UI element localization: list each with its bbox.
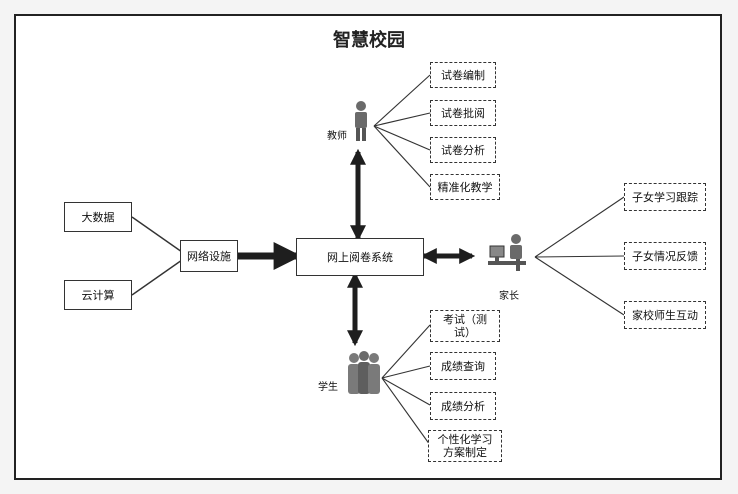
connector-bigdata-network: [131, 216, 183, 253]
teacher-item-exam-marking: 试卷批阅: [430, 100, 496, 126]
parent-at-computer-icon: [488, 234, 526, 271]
parent-fan: [534, 196, 625, 316]
teacher-fan: [373, 74, 431, 188]
student-item-personalized-plan: 个性化学习方案制定: [428, 430, 502, 462]
node-network: 网络设施: [180, 240, 238, 272]
parent-item-home-school-interaction: 家校师生互动: [624, 301, 706, 329]
node-big-data: 大数据: [64, 202, 132, 232]
student-label: 学生: [318, 382, 338, 393]
student-item-score-query: 成绩查询: [430, 352, 496, 380]
parent-label: 家长: [499, 291, 519, 302]
teacher-item-exam-analysis: 试卷分析: [430, 137, 496, 163]
teacher-item-precision-teaching: 精准化教学: [430, 174, 500, 200]
connector-cloud-network: [131, 259, 183, 296]
student-fan: [381, 324, 431, 446]
node-cloud-computing: 云计算: [64, 280, 132, 310]
students-group-icon: [348, 351, 380, 394]
diagram-title: 智慧校园: [333, 30, 405, 51]
student-item-score-analysis: 成绩分析: [430, 392, 496, 420]
teacher-figure-icon: [355, 101, 367, 141]
teacher-item-exam-compile: 试卷编制: [430, 62, 496, 88]
student-item-exam: 考试（测试）: [430, 310, 500, 342]
teacher-label: 教师: [327, 131, 347, 142]
node-online-marking-system: 网上阅卷系统: [296, 238, 424, 276]
parent-item-study-tracking: 子女学习跟踪: [624, 183, 706, 211]
parent-item-situation-feedback: 子女情况反馈: [624, 242, 706, 270]
